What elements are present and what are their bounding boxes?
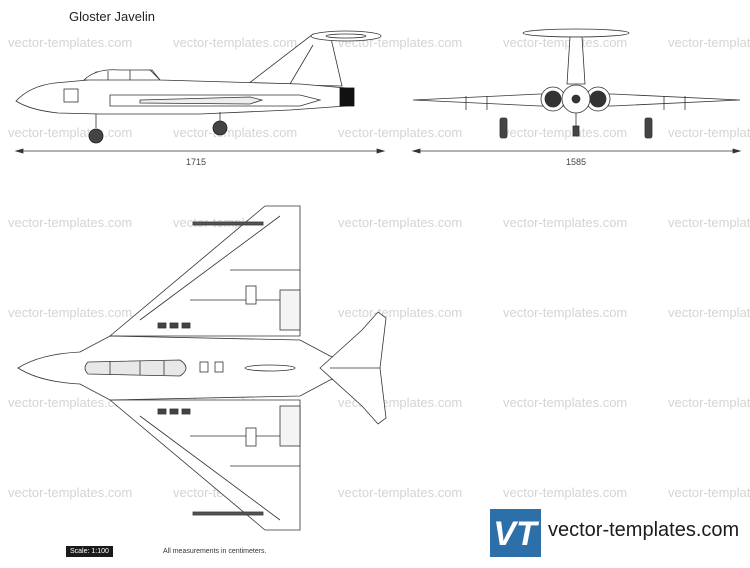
watermark-text: vector-templates.com [173, 35, 297, 50]
watermark-text: vector-templates.com [668, 395, 750, 410]
watermark-text: vector-templates.com [503, 35, 627, 50]
watermark-text: vector-templates.com [668, 35, 750, 50]
watermark-text: vector-templates.com [8, 125, 132, 140]
watermark-text: vector-templates.com [503, 305, 627, 320]
watermark-text: vector-templates.com [503, 485, 627, 500]
logo-tile [490, 509, 541, 557]
watermark-text: vector-templates.com [8, 305, 132, 320]
watermark-text: vector-templates.com [338, 215, 462, 230]
watermark-text: vector-templates.com [8, 395, 132, 410]
measurement-note: All measurements in centimeters. [163, 548, 267, 555]
watermark-text: vector-templates.com [668, 485, 750, 500]
watermark-text: vector-templates.com [338, 125, 462, 140]
watermark-text: vector-templates.com [503, 215, 627, 230]
drawing-title: Gloster Javelin [69, 9, 155, 24]
scale-badge: Scale: 1:100 [66, 546, 113, 557]
side-view [14, 30, 386, 154]
logo-letters: VT [493, 515, 540, 553]
front-dimension-label: 1585 [566, 157, 586, 167]
site-name[interactable]: vector-templates.com [548, 519, 740, 541]
watermark-text: vector-templates.com [503, 125, 627, 140]
watermark-text: vector-templates.com [338, 305, 462, 320]
watermark-text: vector-templates.com [668, 125, 750, 140]
front-view [411, 28, 742, 154]
watermark-text: vector-templates.com [668, 305, 750, 320]
watermark-text: vector-templates.com [668, 215, 750, 230]
side-dimension-label: 1715 [186, 157, 206, 167]
watermark-text: vector-templates.com [8, 215, 132, 230]
watermark-text: vector-templates.com [503, 395, 627, 410]
top-view [17, 205, 387, 531]
watermark-text: vector-templates.com [8, 485, 132, 500]
watermark-text: vector-templates.com [338, 485, 462, 500]
watermark-text: vector-templates.com [8, 35, 132, 50]
watermark-text: vector-templates.com [173, 125, 297, 140]
